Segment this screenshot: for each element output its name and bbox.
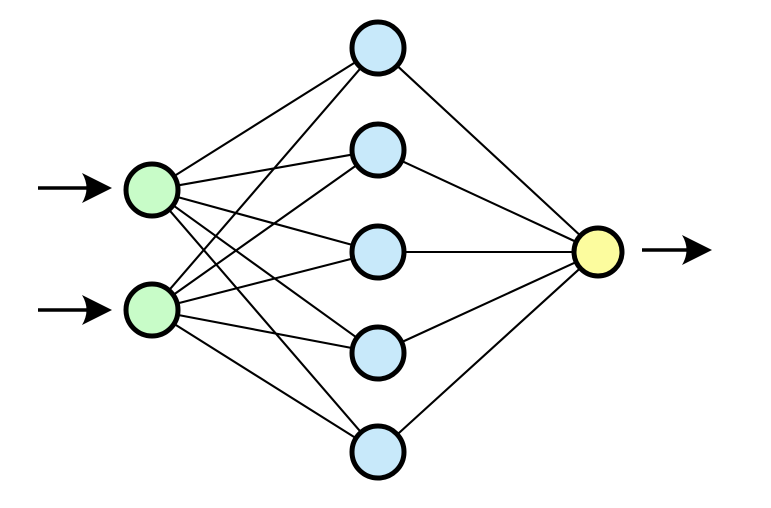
edge-h1-o1	[394, 63, 583, 239]
output-node-1[interactable]	[571, 225, 625, 279]
edge-h4-o1	[398, 260, 580, 345]
input-arrow-2-head-icon	[82, 295, 112, 325]
output-arrow-1	[642, 235, 712, 265]
input-node-1[interactable]	[123, 161, 181, 219]
input-arrow-1-head-icon	[82, 173, 112, 203]
edges-group	[166, 59, 583, 441]
input-arrow-1	[38, 173, 112, 203]
edge-h2-o1	[398, 159, 580, 244]
hidden-node-2[interactable]	[349, 121, 407, 179]
hidden-node-3[interactable]	[349, 223, 407, 281]
input-node-2[interactable]	[123, 281, 181, 339]
edge-i2-h3	[174, 256, 356, 306]
edge-i1-h5	[166, 207, 364, 435]
output-arrow-1-head-icon	[682, 235, 712, 265]
hidden-node-5[interactable]	[349, 423, 407, 481]
edge-i1-h1	[171, 59, 359, 179]
arrows-group	[38, 173, 712, 325]
edge-i2-h5	[171, 321, 359, 441]
edge-i1-h2	[174, 153, 356, 187]
edge-i1-h3	[174, 195, 356, 247]
edge-i2-h4	[174, 313, 356, 350]
edge-h5-o1	[394, 265, 583, 437]
edge-i2-h1	[166, 65, 364, 293]
input-arrow-2	[38, 295, 112, 325]
nodes-group	[123, 19, 625, 481]
edge-i1-h4	[170, 202, 360, 341]
edge-i2-h2	[170, 162, 360, 298]
hidden-node-4[interactable]	[349, 324, 407, 382]
hidden-node-1[interactable]	[349, 19, 407, 77]
